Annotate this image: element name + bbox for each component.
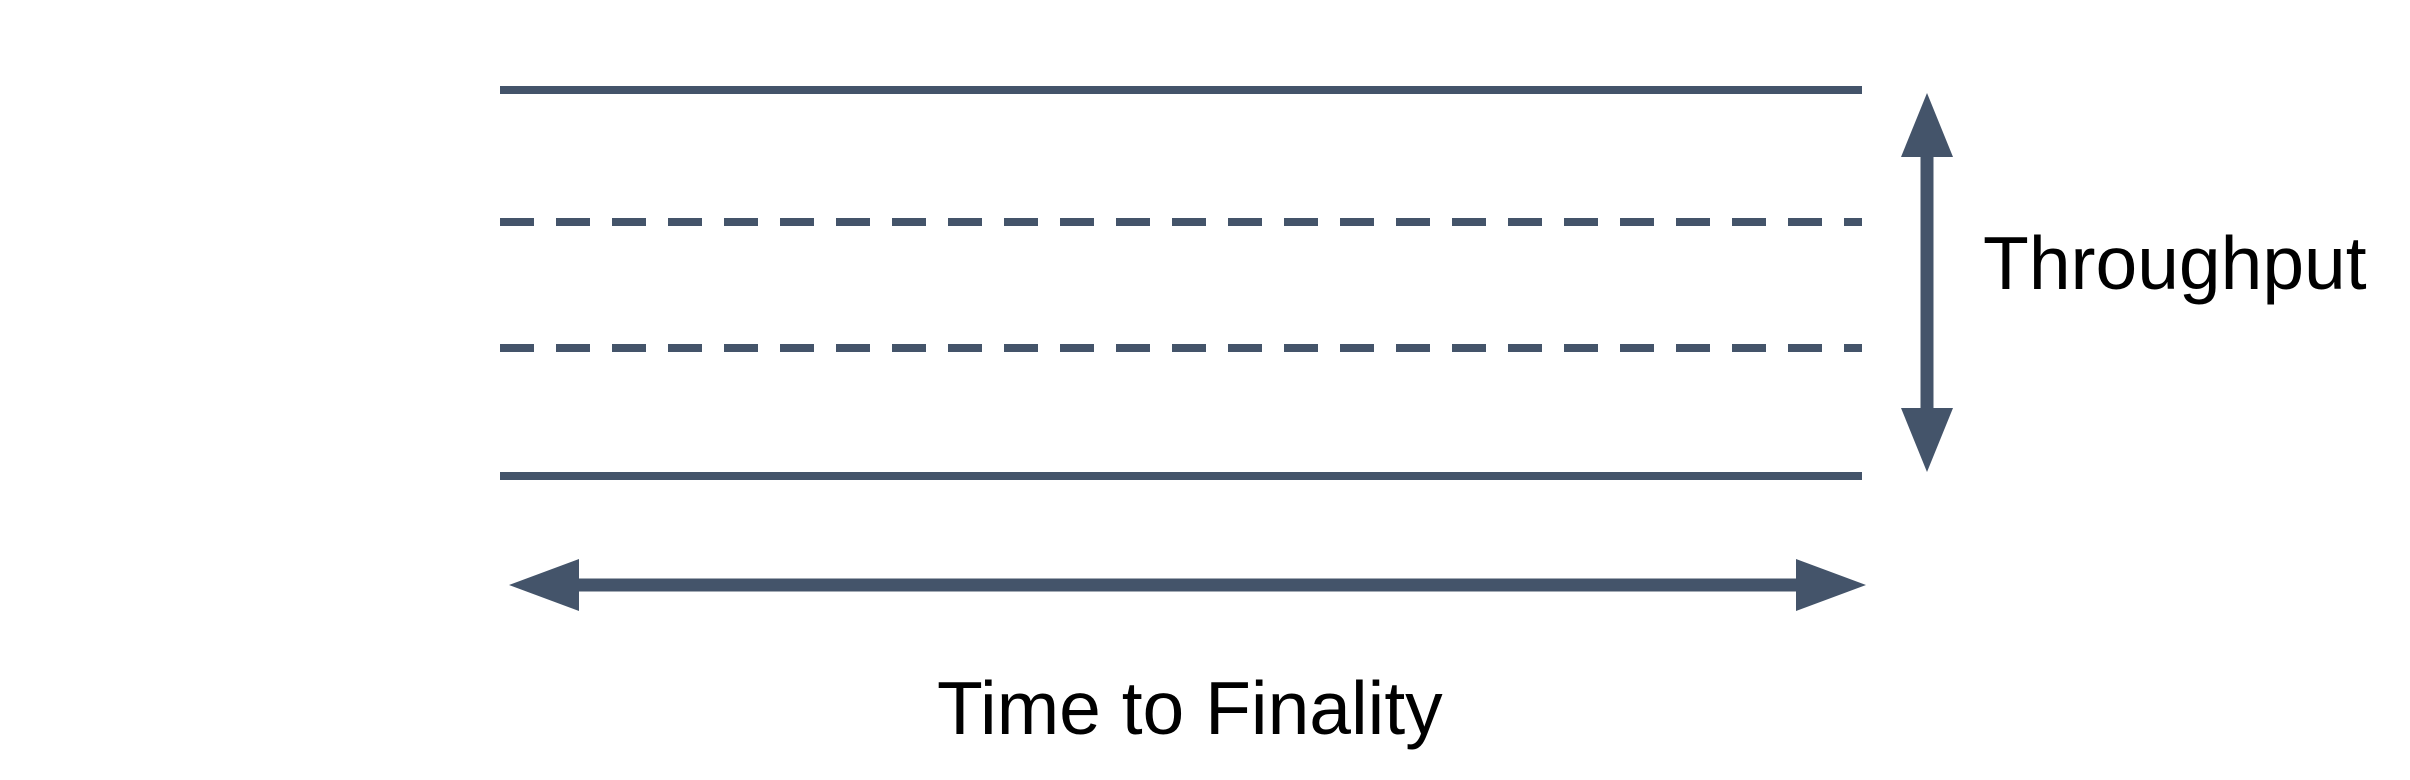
throughput-arrowhead-up xyxy=(1901,93,1953,157)
lane-line-group xyxy=(500,86,1862,480)
throughput-axis-label: Throughput xyxy=(1983,221,2367,305)
time-to-finality-dimension-arrow xyxy=(509,559,1866,611)
time-to-finality-arrowhead-right xyxy=(1796,559,1866,611)
time-to-finality-arrowhead-left xyxy=(509,559,579,611)
throughput-dimension-arrow xyxy=(1901,93,1953,472)
time-to-finality-axis-label: Time to Finality xyxy=(937,666,1443,750)
throughput-arrowhead-down xyxy=(1901,408,1953,472)
